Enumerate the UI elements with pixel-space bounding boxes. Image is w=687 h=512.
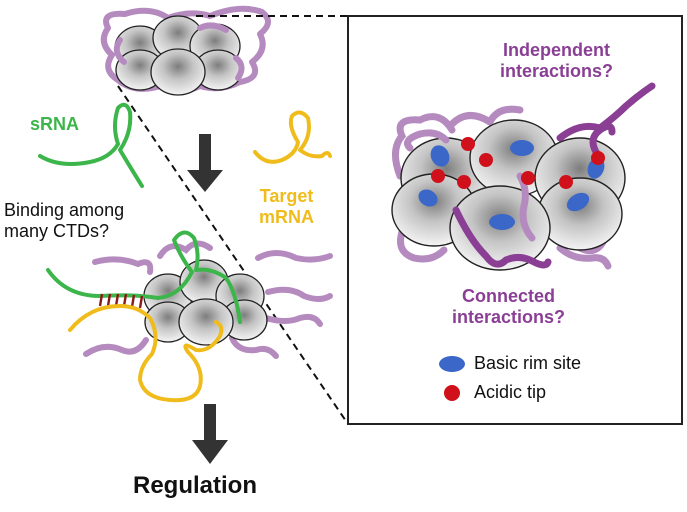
zoom-hexamer [391,82,656,271]
zoom-lines [117,15,349,425]
target-mrna-line1: Target [259,186,314,206]
regulation-label: Regulation [133,472,257,499]
acidic-tip [461,137,475,151]
basic-rim-site [418,189,438,207]
base-pairing [98,293,144,309]
bottom-complex [46,230,333,403]
basic-rim-site [489,214,515,230]
basic-rim-site [510,140,534,156]
mrna-strand [253,110,332,164]
bound-mrna-strand [68,304,224,403]
target-mrna-line2: mRNA [259,207,315,228]
acidic-tip [479,153,493,167]
srna-strand [38,102,144,188]
independent-line2: interactions? [500,61,614,82]
legend-marker-basic [439,356,465,372]
independent-line1: Independent [503,40,611,60]
connected-label: Connected interactions? [452,286,565,328]
acidic-tip [591,151,605,165]
binding-label-line2: many CTDs? [4,221,110,242]
binding-label: Binding among many CTDs? [4,200,124,242]
top-subunit-6 [150,48,206,96]
target-mrna-label: Target mRNA [259,186,314,228]
top-hexamer [100,5,271,96]
basic-rim-site [430,145,450,167]
arrow-down-icon [192,404,228,464]
srna-label: sRNA [30,114,80,134]
acidic-tip [559,175,573,189]
acidic-tip [431,169,445,183]
binding-label-line1: Binding among [4,200,125,220]
legend-marker-acidic [444,385,460,401]
connected-line1: Connected [462,286,556,306]
acidic-tip [521,171,535,185]
connected-line2: interactions? [452,307,566,328]
legend-label-acidic: Acidic tip [474,382,547,402]
arrow-down-icon [187,134,223,192]
basic-rim-site [566,192,590,212]
legend-label-basic: Basic rim site [474,353,582,373]
acidic-tip [457,175,471,189]
independent-label: Independent interactions? [500,40,613,82]
independent-ctd [556,82,656,142]
connected-ctd [452,206,552,269]
